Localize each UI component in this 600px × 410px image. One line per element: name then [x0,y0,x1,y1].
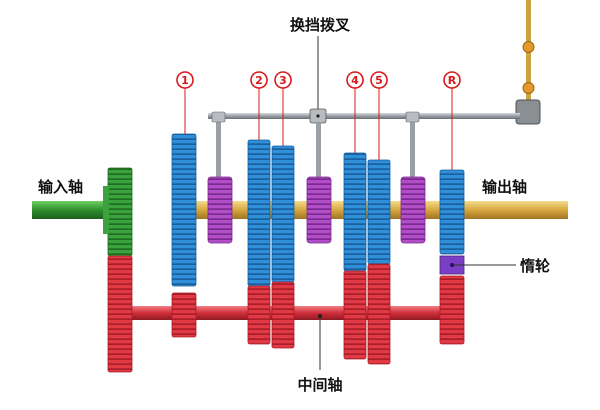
svg-text:R: R [448,74,457,87]
label-shift-fork: 换挡拨叉 [290,16,351,34]
gear-2-counter [247,285,271,345]
svg-text:5: 5 [375,74,383,87]
gear-marker-r: R [443,71,461,89]
gear-r-main [439,169,465,255]
gear-5-counter [367,263,391,365]
synchronizer-1-2 [207,176,233,244]
gear-4-counter [343,270,367,360]
input-gear [103,167,133,257]
gear-4-main [343,152,367,272]
label-input-shaft: 输入轴 [38,178,83,196]
label-output-shaft: 输出轴 [482,178,527,196]
gear-marker-5: 5 [370,71,388,89]
gear-2-main [247,139,271,287]
gear-3-counter [271,281,295,349]
svg-text:1: 1 [181,74,189,87]
lever-joint [522,82,535,94]
svg-text:3: 3 [279,74,287,87]
gear-r-counter [439,275,465,345]
gear-3-main [271,145,295,283]
gear-marker-4: 4 [346,71,364,89]
label-idler-gear: 惰轮 [520,257,550,275]
label-countershaft: 中间轴 [297,376,342,394]
lever-pivot [522,41,535,53]
gear-5-main [367,159,391,265]
gear-marker-2: 2 [250,71,268,89]
svg-text:2: 2 [255,74,263,87]
gear-markers: 1 2 3 4 5 R [176,71,461,170]
input-shaft [32,201,116,219]
gear-marker-3: 3 [274,71,292,89]
countershaft-drive-gear [107,255,133,373]
synchronizer-3-4 [306,176,332,244]
gear-1-main [171,133,197,287]
gear-1-counter [171,292,197,338]
shift-rail [208,113,520,119]
shift-fork-mechanism [208,0,541,177]
gear-marker-1: 1 [176,71,194,89]
lever-housing [515,99,541,125]
synchronizer-5-r [400,176,426,244]
svg-text:4: 4 [351,74,359,87]
